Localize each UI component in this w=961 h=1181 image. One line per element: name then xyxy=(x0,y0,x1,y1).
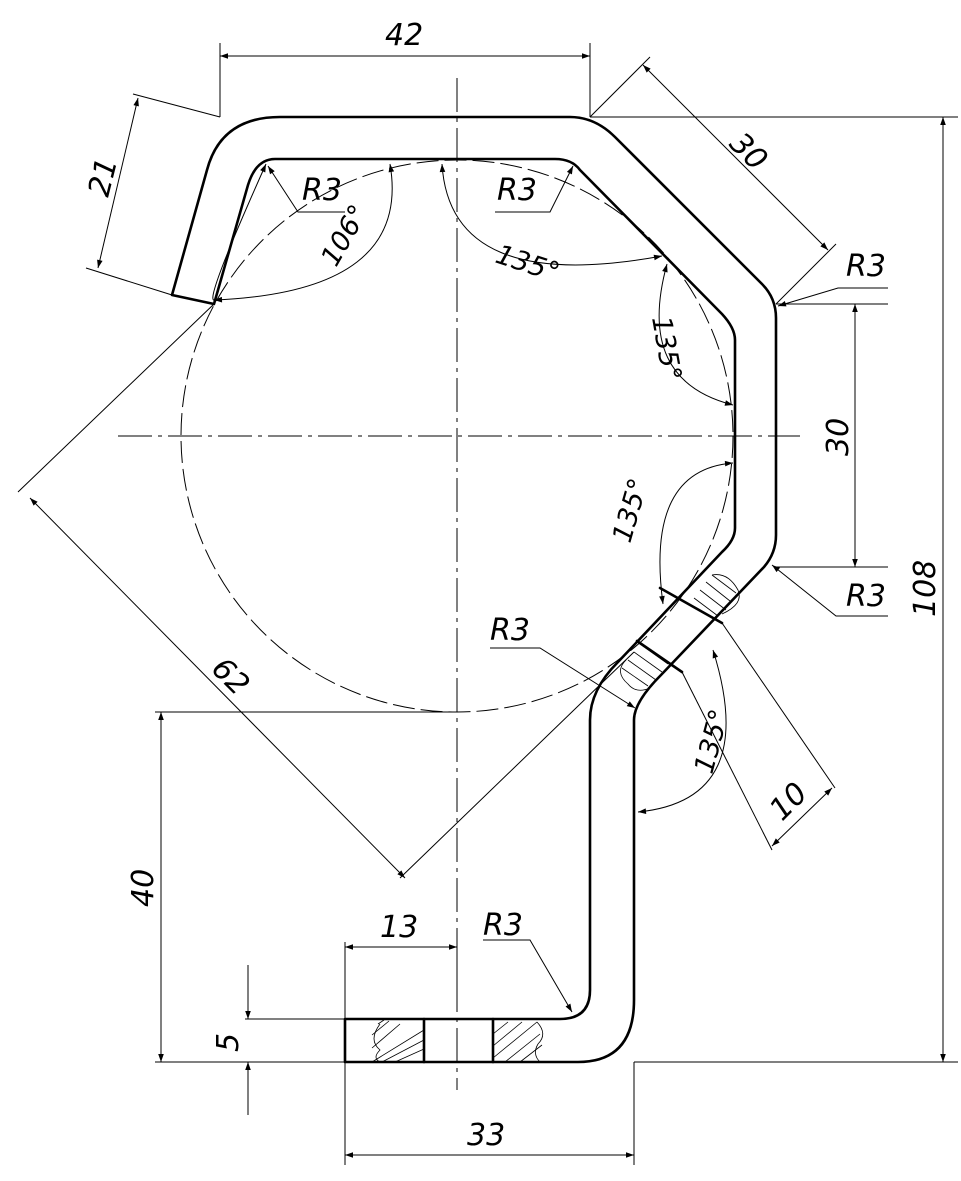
radius-middle-left: R3 xyxy=(490,613,530,648)
dim-bottom-offset: 13 xyxy=(380,910,418,945)
dimension-lines xyxy=(29,53,946,1158)
angle-top: 135° xyxy=(492,239,563,289)
section-hatching xyxy=(371,574,740,1063)
radius-leaders xyxy=(267,165,888,1013)
dimension-text: 42 21 30 30 108 62 40 13 33 5 10 R3 R3 R… xyxy=(82,18,943,1153)
extension-lines xyxy=(17,43,958,1165)
dim-top-width: 42 xyxy=(385,18,423,53)
dim-lower-height: 40 xyxy=(126,869,161,907)
radius-right-upper: R3 xyxy=(846,249,886,284)
dim-total-height: 108 xyxy=(908,560,943,617)
radius-right-lower: R3 xyxy=(846,579,886,614)
dim-upper-left-arm: 21 xyxy=(82,154,125,200)
angle-right-upper: 135° xyxy=(645,314,687,383)
radius-bottom: R3 xyxy=(483,908,523,943)
radius-top-middle: R3 xyxy=(497,173,537,208)
dim-bottom-width: 33 xyxy=(467,1118,505,1153)
dim-upper-diagonal: 30 xyxy=(722,126,774,178)
angle-left: 106° xyxy=(315,200,374,272)
dim-diagonal-large: 62 xyxy=(204,651,256,703)
dim-thickness: 5 xyxy=(211,1033,246,1052)
center-lines xyxy=(118,78,800,1090)
angle-right-lower: 135° xyxy=(607,475,655,546)
angle-arcs xyxy=(212,163,734,814)
dim-diagonal-thickness: 10 xyxy=(763,776,815,828)
radius-top-left: R3 xyxy=(302,173,342,208)
dim-right-vertical: 30 xyxy=(821,418,856,456)
part-profile xyxy=(170,115,778,1064)
angle-lower: 135° xyxy=(689,706,736,777)
